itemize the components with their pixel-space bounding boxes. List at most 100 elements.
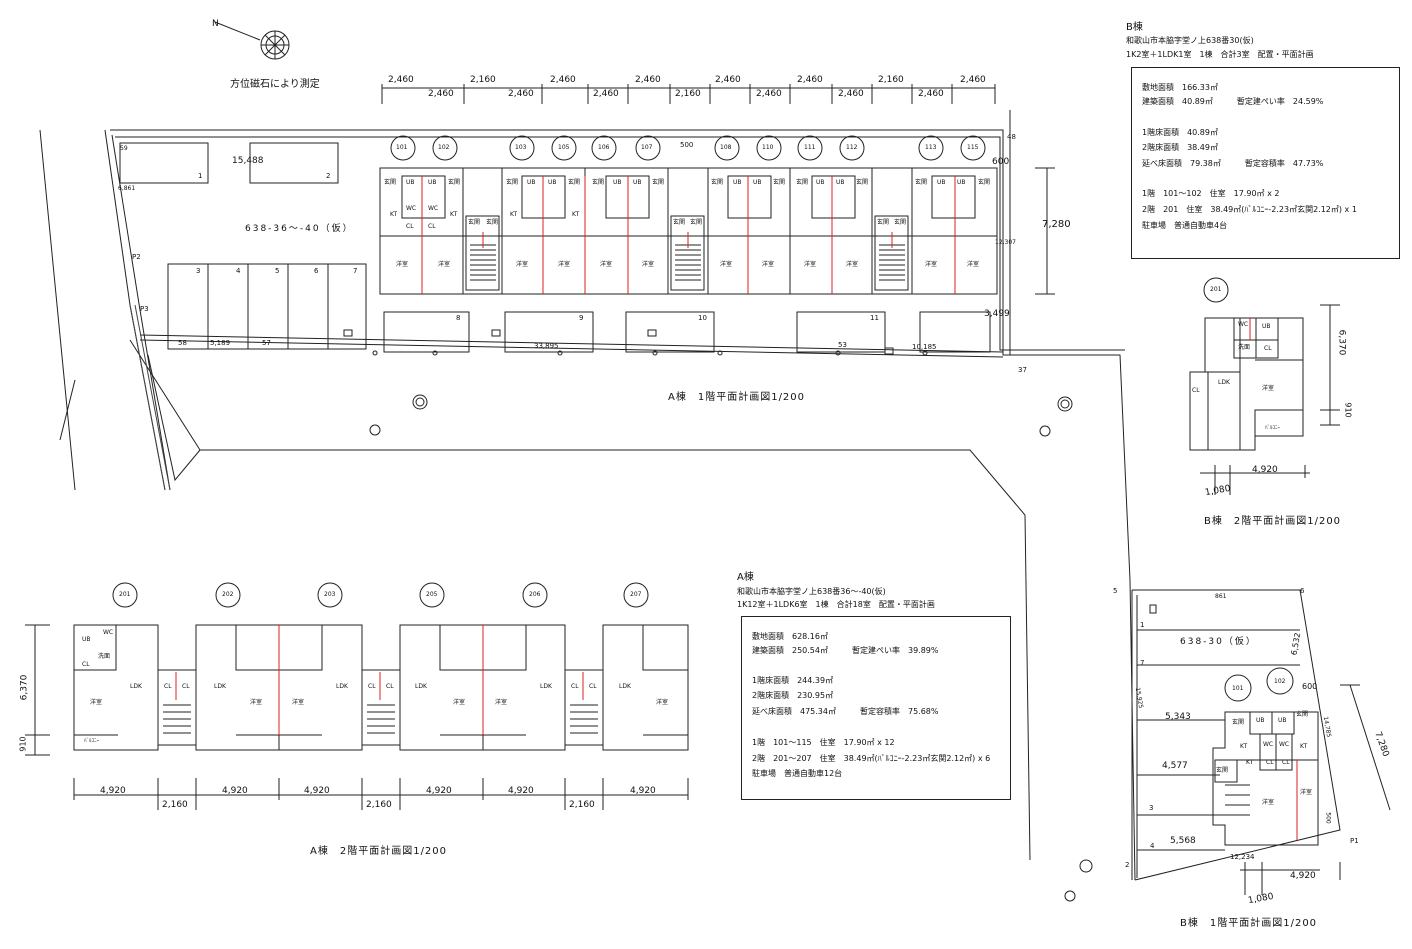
room-label: UB (1262, 323, 1271, 330)
site-number: 53 (838, 341, 847, 349)
parking-number: 9 (579, 314, 584, 322)
a-heading: A棟 (737, 572, 754, 583)
b1-dim: 4,920 (1290, 871, 1316, 881)
room-label: KT (1300, 743, 1308, 750)
room-label: UB (548, 179, 557, 186)
site-number: 6 (1300, 587, 1305, 595)
room-label: 洋室 (516, 261, 529, 268)
a2-dim: 4,920 (508, 786, 534, 796)
parking-number: 8 (456, 314, 461, 322)
room-label: 洋室 (720, 261, 733, 268)
parking-number: 6 (314, 267, 319, 275)
a2-dim: 910 (18, 736, 28, 752)
parking-number: 7 (353, 267, 358, 275)
dim-label: 2,160 (675, 89, 701, 99)
title-b1: B棟 1階平面計画図1/200 (1180, 918, 1318, 929)
room-label: LDK (619, 683, 631, 690)
site-number: 59 (120, 145, 128, 152)
room-label: CL (368, 683, 376, 690)
unit-number: 203 (324, 591, 336, 598)
site-dim: 33,895 (534, 342, 559, 350)
room-label: 洋室 (1262, 385, 1275, 392)
room-label: 玄関 (1232, 719, 1245, 726)
room-label: CL (406, 223, 414, 230)
room-label: 玄関 (468, 219, 481, 226)
dim-label: 2,460 (508, 89, 534, 99)
a2-dim: 4,920 (100, 786, 126, 796)
dim-label: 2,460 (388, 75, 414, 85)
a-building-1f (379, 167, 998, 295)
room-label: 玄関 (690, 219, 703, 226)
gutter-strip (129, 304, 171, 491)
room-label: CL (1264, 345, 1272, 352)
info-row: 建築面積 250.54㎡ 暫定建ぺい率 39.89% (752, 646, 939, 655)
site-dim: 15,488 (232, 156, 264, 166)
room-label: 玄関 (856, 179, 869, 186)
site-dim: 12,307 (995, 239, 1016, 246)
room-label: UB (733, 179, 742, 186)
room-label: LDK (540, 683, 552, 690)
room-label: 玄関 (592, 179, 605, 186)
site-markers (369, 350, 1093, 902)
unit-number: 102 (1274, 678, 1286, 685)
room-label: CL (571, 683, 579, 690)
room-label: 洋室 (250, 699, 263, 706)
title-b2: B棟 2階平面計画図1/200 (1204, 516, 1342, 527)
unit-number: 101 (1232, 685, 1244, 692)
a2-dim: 4,920 (630, 786, 656, 796)
room-label: UB (957, 179, 966, 186)
title-a2: A棟 2階平面計画図1/200 (310, 846, 448, 857)
room-label: WC (1263, 741, 1274, 748)
room-label: KT (510, 211, 518, 218)
room-label: WC (1238, 321, 1249, 328)
room-label: 玄関 (894, 219, 907, 226)
dim-label: 2,160 (470, 75, 496, 85)
room-label: 玄関 (877, 219, 890, 226)
unit-number: 103 (515, 144, 527, 151)
info-row: 2階床面積 38.49㎡ (1142, 143, 1218, 152)
unit-number: 107 (641, 144, 653, 151)
room-label: ﾊﾞﾙｺﾆｰ (84, 738, 100, 744)
info-row: 1階 101～102 住室 17.90㎡ x 2 (1142, 189, 1280, 198)
room-label: 洋室 (846, 261, 859, 268)
b1-dim: 5,343 (1165, 712, 1191, 722)
room-label: 玄関 (1216, 767, 1229, 774)
b2-dim: 6,370 (1336, 329, 1347, 356)
room-label: 洋室 (656, 699, 669, 706)
site-number: 37 (1018, 366, 1027, 374)
room-label: 洋室 (1262, 799, 1275, 806)
room-label: CL (1282, 759, 1290, 766)
room-label: 玄関 (673, 219, 686, 226)
room-label: LDK (130, 683, 142, 690)
dim-label: 2,460 (797, 75, 823, 85)
unit-number: 113 (925, 144, 937, 151)
room-label: UB (836, 179, 845, 186)
dim-label: 2,460 (428, 89, 454, 99)
room-label: CL (164, 683, 172, 690)
a2-red-partitions (175, 625, 584, 735)
point-p3: P3 (140, 305, 149, 313)
room-label: UB (1256, 717, 1265, 724)
dim-label: 2,460 (635, 75, 661, 85)
info-row: 敷地面積 628.16㎡ (752, 632, 828, 641)
info-row: 2階床面積 230.95㎡ (752, 691, 834, 700)
unit-number: 101 (396, 144, 408, 151)
room-label: 洋室 (396, 261, 409, 268)
room-label: 洋室 (967, 261, 980, 268)
room-label: UB (613, 179, 622, 186)
a2-dim: 6,370 (19, 674, 30, 701)
room-label: UB (1278, 717, 1287, 724)
info-row: 2階 201～207 住室 38.49㎡(ﾊﾞﾙｺﾆｰ-2.23㎡玄関2.12㎡… (752, 754, 991, 763)
parking-number: 10 (698, 314, 707, 322)
a-info-panel: 敷地面積 628.16㎡ 建築面積 250.54㎡ 暫定建ぺい率 39.89% … (741, 616, 1011, 800)
dim-label: 2,460 (593, 89, 619, 99)
room-label: UB (633, 179, 642, 186)
room-label: 洋室 (762, 261, 775, 268)
b-info-panel: 敷地面積 166.33㎡ 建築面積 40.89㎡ 暫定建ぺい率 24.59% 1… (1131, 67, 1400, 259)
room-label: CL (589, 683, 597, 690)
room-label: CL (82, 661, 90, 668)
room-label: WC (406, 205, 417, 212)
room-label: 洋室 (600, 261, 613, 268)
room-label: 洗面 (1238, 344, 1251, 351)
